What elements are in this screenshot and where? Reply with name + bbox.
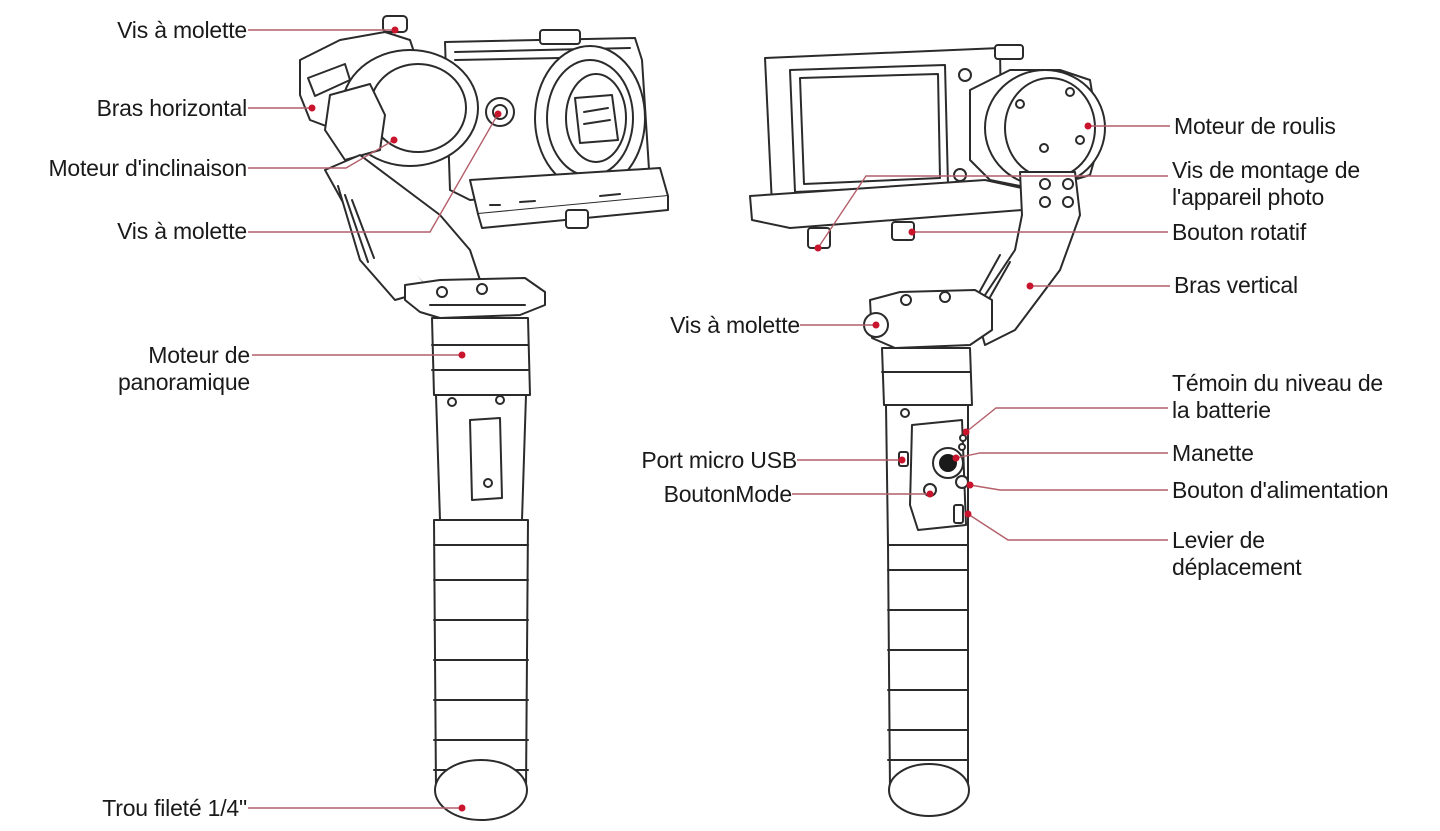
callout-moteur-roulis: Moteur de roulis	[1174, 113, 1336, 139]
callout-bras-vertical: Bras vertical	[1174, 272, 1298, 298]
callout-manette: Manette	[1172, 440, 1254, 466]
leader-lines	[248, 29, 1170, 809]
callout-bras-horizontal: Bras horizontal	[96, 95, 248, 121]
callout-bouton-mode: BoutonMode	[663, 481, 793, 507]
leader-moteur-inclinaison	[248, 139, 395, 169]
leader-bouton-alimentation	[969, 484, 1168, 491]
leader-manette	[955, 452, 1168, 459]
callout-dots	[308, 26, 1092, 812]
callout-moteur-inclinaison: Moteur d'inclinaison	[48, 155, 247, 181]
callout-bouton-alimentation: Bouton d'alimentation	[1172, 477, 1389, 503]
right-gimbal-drawing	[749, 44, 1106, 817]
callout-temoin-batterie: Témoin du niveau de la batterie	[1172, 370, 1384, 423]
leader-vis-molette-mid	[248, 113, 499, 233]
callout-levier-deplacement: Levier de déplacement	[1172, 527, 1302, 580]
joystick-knob	[939, 454, 957, 472]
callout-trou-filete: Trou fileté 1/4"	[102, 795, 247, 821]
left-gimbal-drawing	[299, 15, 669, 821]
leader-vis-montage	[817, 175, 1168, 249]
leader-temoin-batterie	[965, 407, 1168, 433]
callout-vis-molette-right: Vis à molette	[670, 312, 800, 338]
callout-vis-molette-mid: Vis à molette	[117, 218, 247, 244]
callout-moteur-panoramique: Moteur de panoramique	[117, 342, 250, 395]
callout-port-usb: Port micro USB	[641, 447, 797, 473]
callout-bouton-rotatif: Bouton rotatif	[1172, 219, 1307, 245]
callout-vis-molette-top: Vis à molette	[117, 17, 247, 43]
callout-vis-montage: Vis de montage de l'appareil photo	[1172, 157, 1360, 210]
leader-levier	[967, 513, 1168, 541]
